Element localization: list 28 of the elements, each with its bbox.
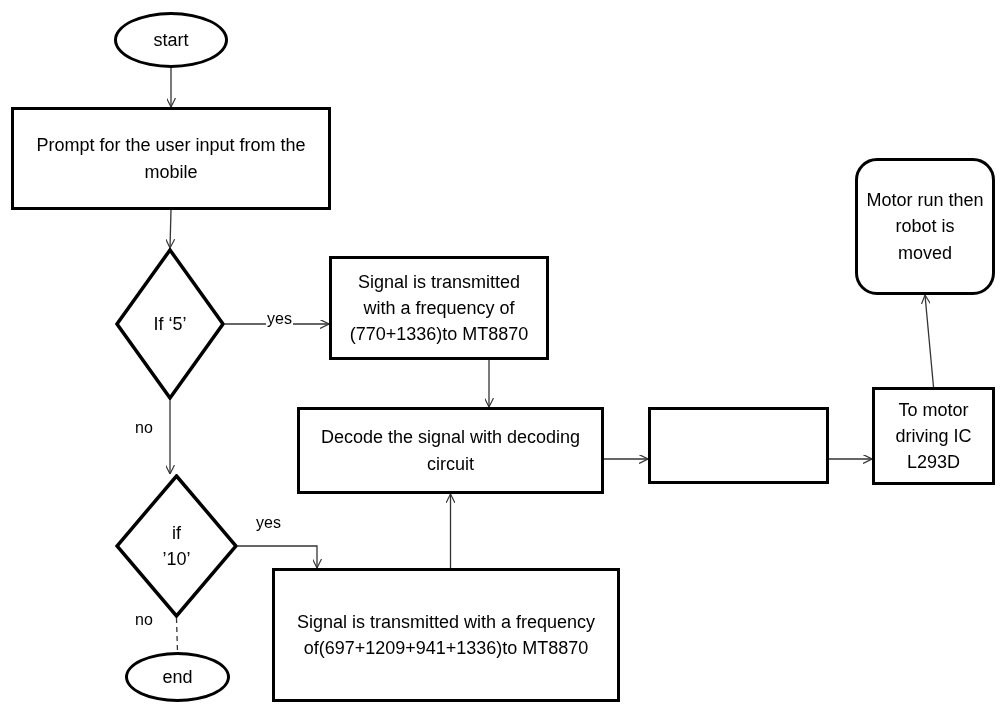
node-text: If ‘5’ [152, 312, 188, 336]
rounded-box [855, 158, 995, 295]
node-text: Motor run then robot is moved [865, 189, 985, 265]
arrow [164, 399, 176, 475]
process-box [272, 568, 620, 702]
arrow [603, 453, 649, 465]
arrow [445, 493, 456, 569]
decision-diamond [115, 248, 225, 400]
decision-diamond [115, 474, 238, 618]
process-box [11, 107, 331, 210]
node-text: Signal is transmitted with a frequency of(697+1209+941+1336)to MT8870 [295, 610, 597, 660]
arrow [165, 209, 176, 249]
node-text: Prompt for the user input from the mobile [35, 134, 307, 184]
node-text: if ’10’ [161, 521, 192, 571]
node-text: Signal is transmitted with a frequency of (770+1336)to MT8870 [348, 270, 530, 347]
process-box [648, 407, 829, 484]
node-text: start [152, 28, 190, 52]
process-box [872, 387, 995, 485]
process-box [329, 256, 549, 360]
arrow [828, 453, 873, 465]
node-text: end [161, 665, 194, 689]
node-text: Decode the signal with decoding circuit [319, 426, 582, 476]
process-box [297, 407, 604, 494]
node-text: To motor driving IC L293D [894, 398, 973, 475]
arrow [165, 67, 177, 108]
arrow [920, 294, 935, 388]
arrow [237, 545, 323, 569]
arrow [483, 359, 495, 408]
